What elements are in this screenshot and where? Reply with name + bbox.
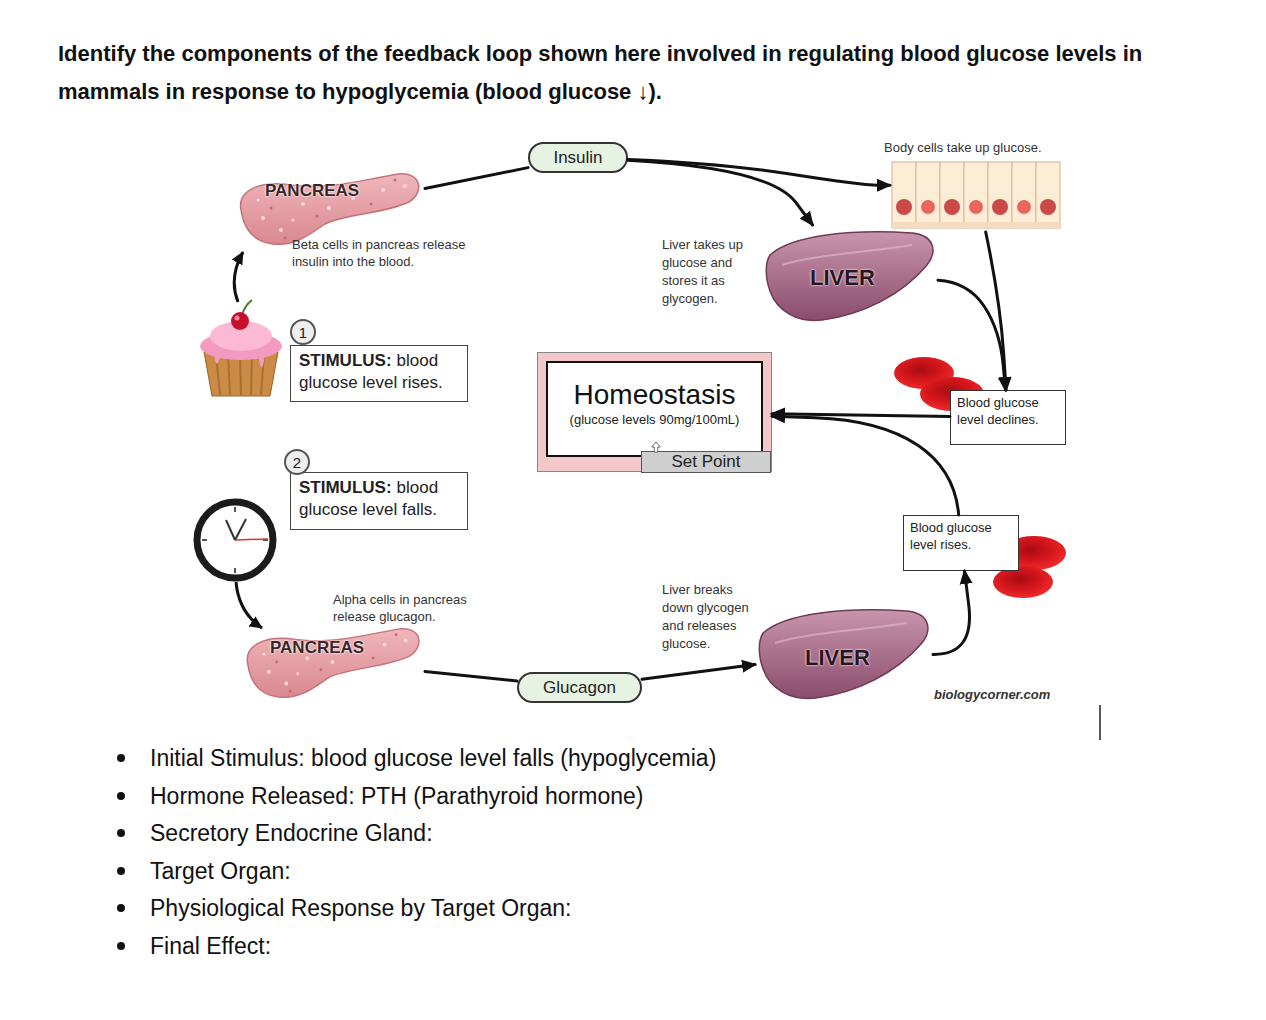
clock-second-hand (235, 539, 268, 540)
bullet-dot (117, 829, 125, 837)
feedback-arrow (986, 232, 1006, 390)
clock-illustration (197, 502, 273, 578)
pancreas-organ: PANCREAS (240, 623, 425, 701)
annotation: Liver breaks down glycogen and releases … (662, 581, 762, 653)
cherry (231, 312, 249, 330)
clock-face (197, 502, 273, 578)
set-point-box: Set Point (641, 451, 771, 473)
set-point-value: (glucose levels 90mg/100mL) (570, 412, 740, 428)
cells-caption: Body cells take up glucose. (884, 140, 1042, 155)
feedback-arrow (425, 168, 528, 189)
cherry-shine (235, 316, 240, 321)
pancreas-shape (241, 174, 419, 244)
organ-label: PANCREAS (265, 181, 359, 201)
pancreas-outline (233, 168, 425, 248)
cupcake-illustration (200, 300, 282, 396)
feedback-arrow (642, 665, 755, 680)
body-cell (964, 162, 988, 228)
feedback-arrow (772, 414, 950, 417)
feedback-arrow (938, 280, 1006, 390)
body-cell (940, 162, 964, 228)
cells-illustration (890, 160, 1062, 230)
stimulus-arrow (234, 252, 243, 302)
bullet-dot (117, 904, 125, 912)
cell-nucleus (1040, 199, 1056, 215)
feedback-arrow (628, 159, 890, 185)
liver-organ: LIVER (755, 603, 933, 703)
pancreas-organ: PANCREAS (233, 168, 425, 248)
box-text: Blood glucose level declines. (957, 394, 1059, 428)
body-cell (916, 162, 940, 228)
liver-organ: LIVER (762, 225, 938, 325)
result-box: Blood glucose level rises. (903, 515, 1019, 571)
stimulus-heading: STIMULUS: (299, 351, 392, 370)
wrapper-ridges (216, 354, 264, 395)
body-cell (1036, 162, 1060, 228)
annotation: Alpha cells in pancreas release glucagon… (333, 591, 493, 625)
worksheet-line: Hormone Released: PTH (Parathyroid hormo… (150, 781, 643, 811)
bullet-dot (117, 754, 125, 762)
stimulus-heading: STIMULUS: (299, 478, 392, 497)
pancreas-outline (240, 623, 425, 701)
organ-label: PANCREAS (270, 638, 364, 658)
cell-nucleus (992, 199, 1008, 215)
body-cell (892, 162, 916, 228)
organ-label: LIVER (805, 645, 870, 671)
annotation: Liver takes up glucose and stores it as … (662, 236, 760, 308)
feedback-arrow (425, 672, 517, 682)
annotation: Beta cells in pancreas release insulin i… (292, 236, 487, 270)
stimulus-arrow (236, 582, 262, 628)
text-cursor (1099, 705, 1101, 740)
bullet-dot (117, 942, 125, 950)
organ-label: LIVER (810, 265, 875, 291)
stimulus-box: STIMULUS:blood glucose level rises. (290, 345, 468, 402)
box-text: Blood glucose level rises. (910, 519, 1012, 553)
cell-nucleus (896, 199, 912, 215)
liver-highlight (775, 623, 906, 643)
body-cell (1012, 162, 1036, 228)
cell-nucleus (969, 200, 983, 214)
page-title: Identify the components of the feedback … (58, 35, 1158, 111)
pancreas-shape (247, 629, 419, 698)
feedback-arrow (933, 571, 970, 654)
callout-number: 1 (290, 319, 316, 345)
set-point-pointer (650, 441, 662, 453)
feedback-arrow (628, 160, 813, 225)
liver-shape (759, 610, 928, 699)
worksheet-line: Target Organ: (150, 856, 291, 886)
clock-ticks (202, 507, 268, 573)
clock-hands (226, 519, 246, 540)
homeostasis-box: Homeostasis(glucose levels 90mg/100mL)Se… (537, 352, 772, 472)
body-cell (988, 162, 1012, 228)
hormone-pill: Insulin (528, 142, 628, 173)
stimulus-box: STIMULUS:blood glucose level falls. (290, 472, 468, 530)
set-point-label: Set Point (672, 452, 741, 472)
cell-base (892, 222, 1060, 228)
liver-highlight (782, 245, 912, 265)
hormone-pill: Glucagon (517, 672, 642, 703)
cell-nucleus (921, 200, 935, 214)
cell-nucleus (1017, 200, 1031, 214)
pancreas-texture (263, 639, 408, 686)
body-cells: Body cells take up glucose. (890, 140, 1062, 232)
frosting-drip (215, 349, 265, 368)
worksheet-line: Final Effect: (150, 931, 271, 961)
worksheet-line: Physiological Response by Target Organ: (150, 893, 571, 923)
bullet-dot (117, 792, 125, 800)
callout-number: 2 (284, 449, 310, 475)
bullet-dot (117, 867, 125, 875)
homeostasis-heading: Homeostasis (574, 378, 736, 412)
cell-nucleus (944, 199, 960, 215)
worksheet-line: Secretory Endocrine Gland: (150, 818, 433, 848)
hormone-name: Insulin (553, 148, 602, 168)
worksheet-line: Initial Stimulus: blood glucose level fa… (150, 743, 716, 773)
inner-frame: Homeostasis(glucose levels 90mg/100mL) (546, 361, 763, 457)
liver-shape (766, 232, 933, 321)
result-box: Blood glucose level declines. (950, 390, 1066, 445)
feedback-arrow (772, 416, 959, 515)
source-credit: biologycorner.com (934, 686, 1094, 703)
hormone-name: Glucagon (543, 678, 616, 698)
